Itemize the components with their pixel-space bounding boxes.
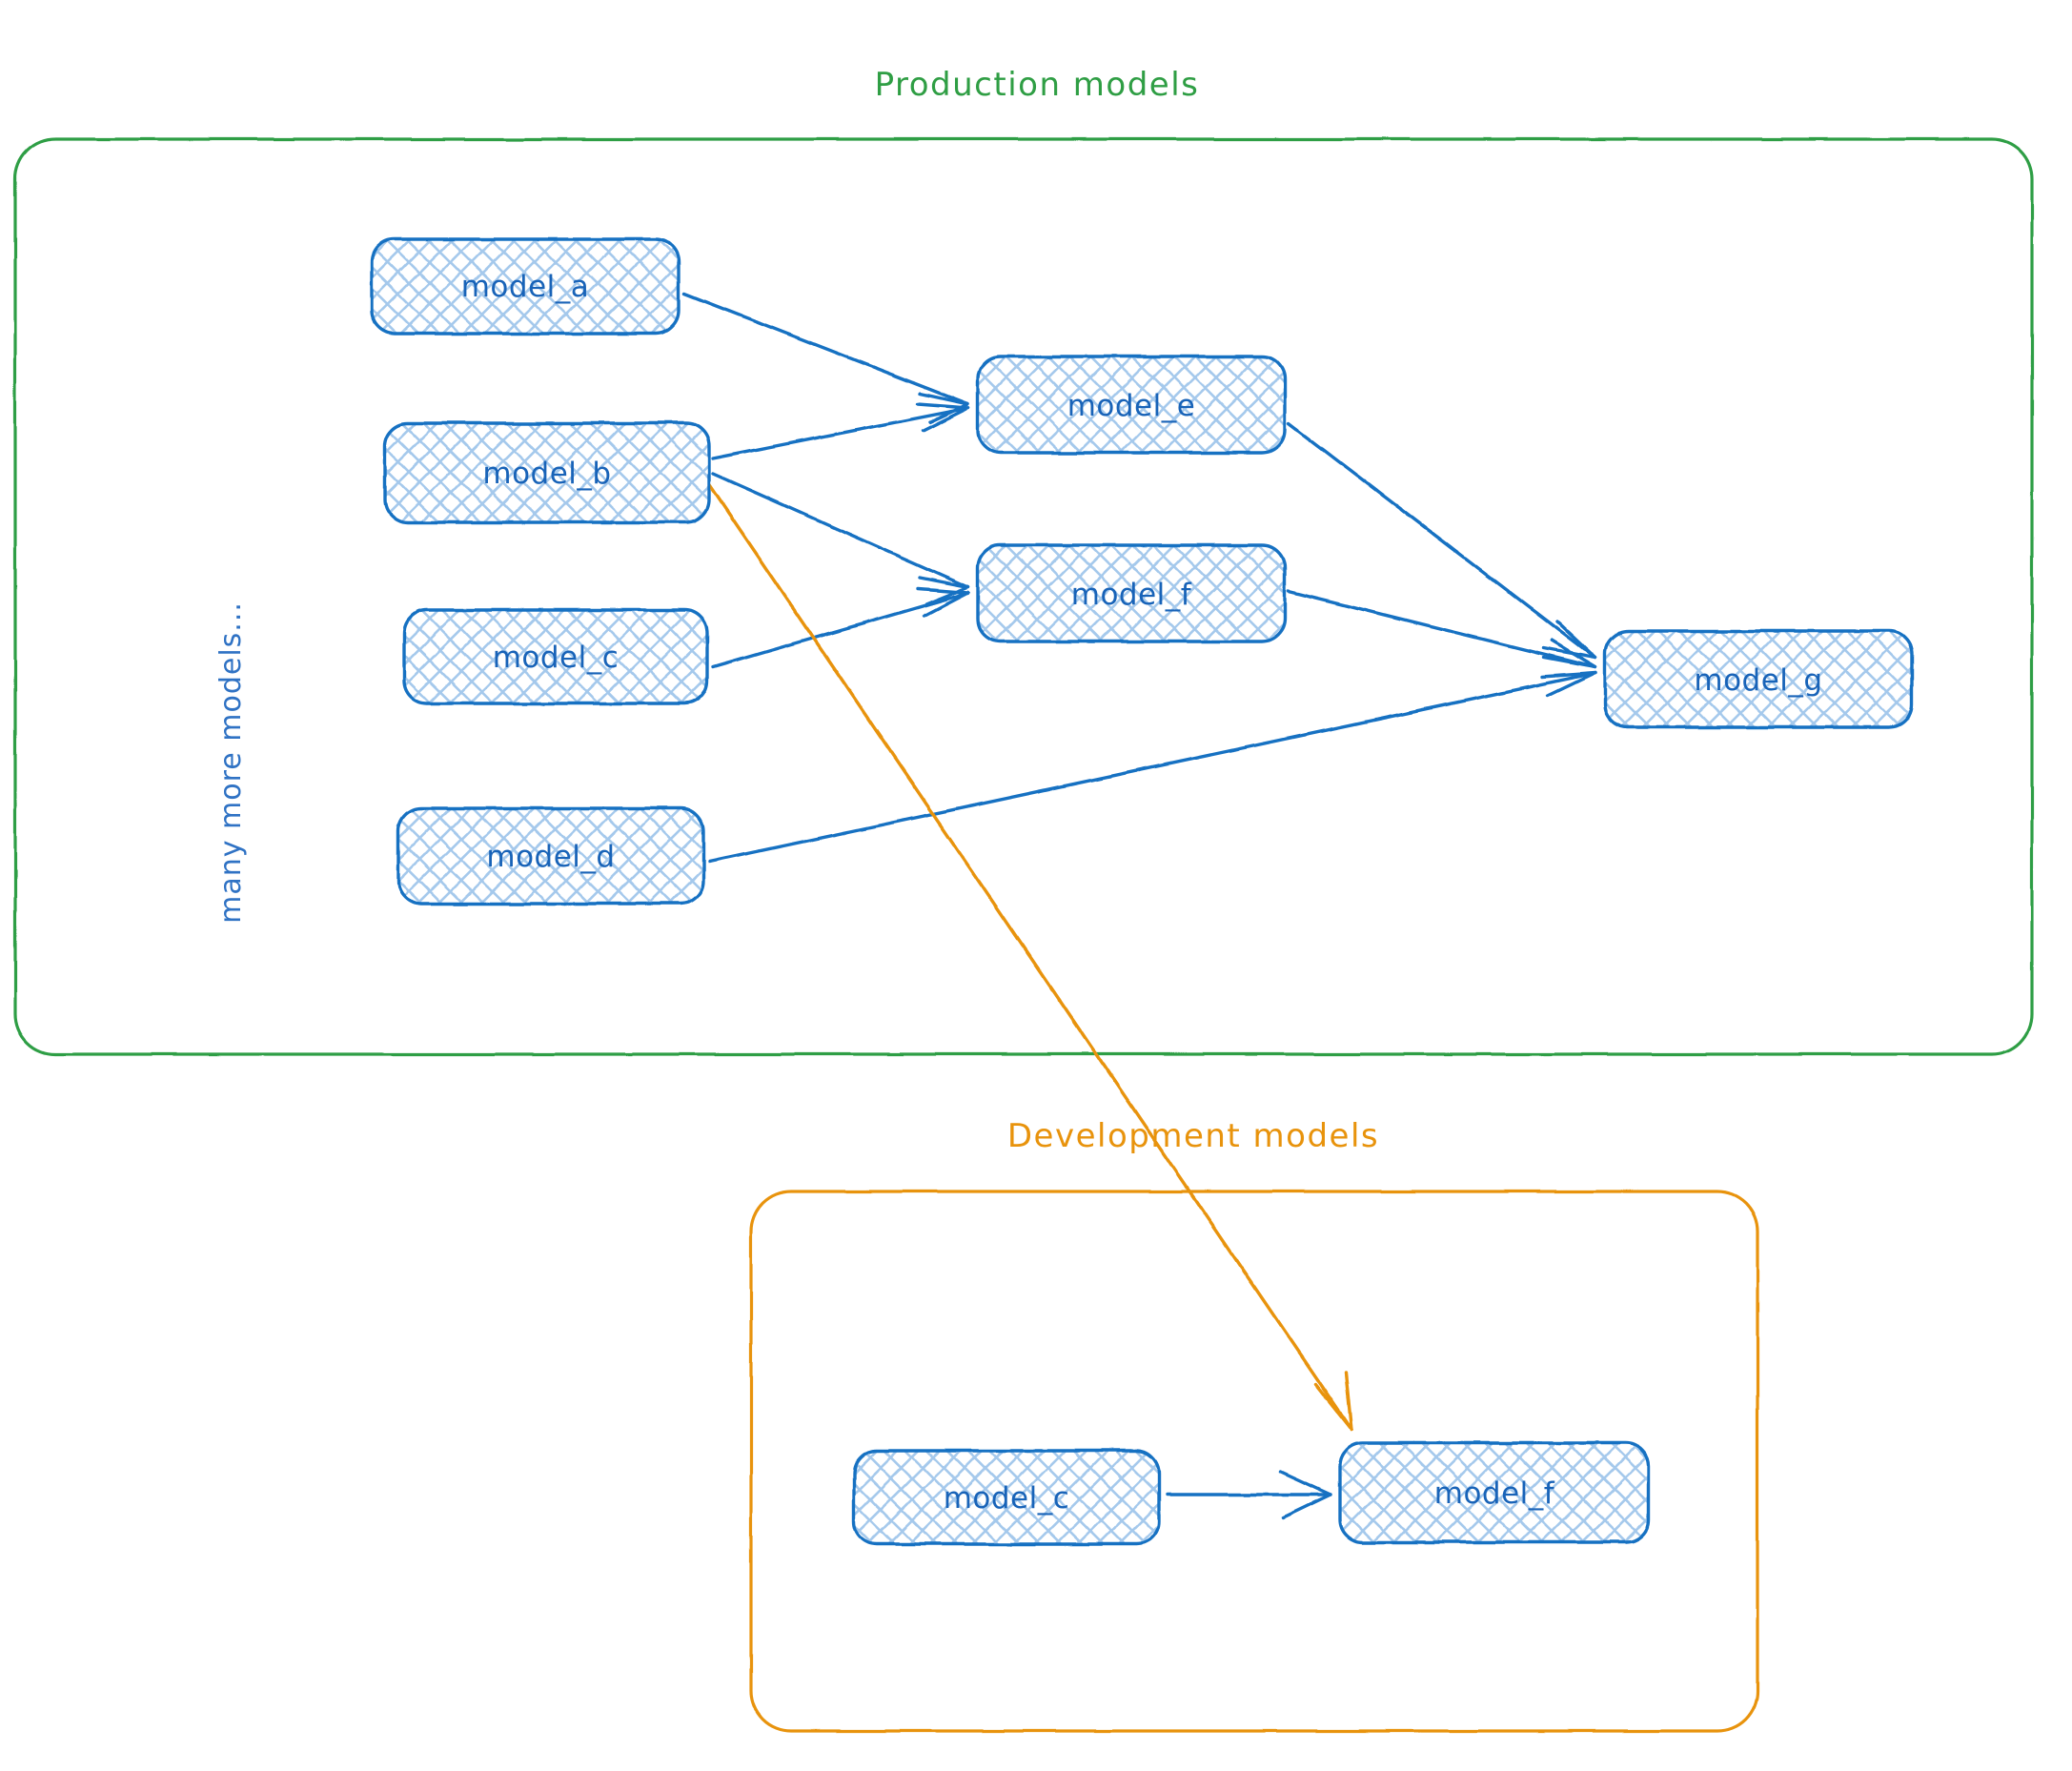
node-prod-model-c-box[interactable] bbox=[402, 608, 709, 705]
node-prod-model-b-label: model_b bbox=[482, 457, 611, 491]
node-dev-model-f-box[interactable] bbox=[1338, 1441, 1651, 1544]
group-container-development: Development models bbox=[749, 1117, 1759, 1733]
edge-model-b-to-model-f bbox=[711, 472, 970, 606]
node-prod-model-f[interactable]: model_f bbox=[976, 543, 1287, 643]
node-prod-model-g[interactable]: model_g bbox=[1603, 629, 1914, 729]
node-prod-model-e-box[interactable] bbox=[976, 355, 1287, 455]
development-group-frame bbox=[749, 1190, 1759, 1733]
node-prod-model-d-box[interactable] bbox=[396, 806, 705, 906]
edge-model-b-to-dev-model-f bbox=[707, 482, 1353, 1432]
node-prod-model-f-label: model_f bbox=[1071, 578, 1192, 612]
production-group-title: Production models bbox=[875, 66, 1200, 104]
edge-layer bbox=[682, 292, 1597, 1519]
node-dev-model-c-label: model_c bbox=[944, 1481, 1070, 1516]
node-prod-model-g-box[interactable] bbox=[1603, 629, 1914, 729]
development-group-title: Development models bbox=[1007, 1117, 1379, 1155]
node-prod-model-c[interactable]: model_c bbox=[402, 608, 709, 705]
node-dev-model-c-box[interactable] bbox=[852, 1449, 1161, 1546]
edge-model-a-to-model-e bbox=[682, 292, 970, 424]
node-prod-model-g-label: model_g bbox=[1694, 663, 1822, 698]
node-prod-model-b-box[interactable] bbox=[383, 421, 711, 524]
node-prod-model-b[interactable]: model_b bbox=[383, 421, 711, 524]
production-group-frame bbox=[13, 137, 2034, 1056]
node-prod-model-e[interactable]: model_e bbox=[976, 355, 1287, 455]
node-prod-model-e-label: model_e bbox=[1067, 389, 1196, 423]
edge-dev-model-c-to-dev-model-f bbox=[1165, 1470, 1332, 1519]
node-prod-model-a-label: model_a bbox=[461, 270, 590, 304]
edge-model-c-to-model-f bbox=[711, 587, 970, 669]
group-container-production: Production models bbox=[13, 66, 2034, 1056]
node-layer: model_a model_b model_c model_d model_e bbox=[370, 237, 1914, 1546]
node-prod-model-a-box[interactable] bbox=[370, 237, 681, 336]
edge-model-f-to-model-g bbox=[1287, 589, 1597, 669]
node-prod-model-c-label: model_c bbox=[493, 641, 620, 675]
node-dev-model-f[interactable]: model_f bbox=[1338, 1441, 1651, 1544]
edge-model-e-to-model-g bbox=[1287, 421, 1597, 660]
edge-model-d-to-model-g bbox=[707, 671, 1597, 864]
node-dev-model-f-label: model_f bbox=[1434, 1476, 1555, 1511]
node-dev-model-c[interactable]: model_c bbox=[852, 1449, 1161, 1546]
node-prod-model-f-box[interactable] bbox=[976, 543, 1287, 643]
node-prod-model-d-label: model_d bbox=[486, 840, 615, 874]
node-prod-model-a[interactable]: model_a bbox=[370, 237, 681, 336]
many-more-models-label: many more models... bbox=[214, 601, 248, 924]
node-prod-model-d[interactable]: model_d bbox=[396, 806, 705, 906]
edge-model-b-to-model-e bbox=[711, 402, 970, 460]
